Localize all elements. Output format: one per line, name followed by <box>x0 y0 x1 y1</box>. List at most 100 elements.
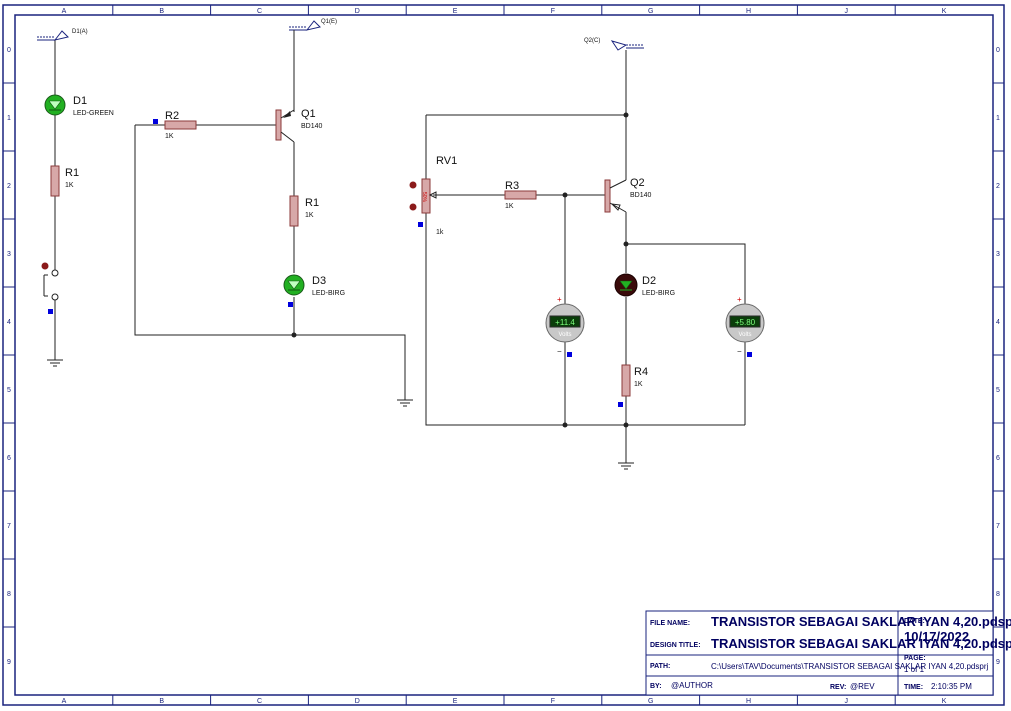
time-value: 2:10:35 PM <box>931 682 972 691</box>
voltmeter-1-minus: − <box>557 347 562 356</box>
voltmeter-2-plus: + <box>737 295 742 304</box>
switch-left[interactable] <box>41 262 59 315</box>
led-d1[interactable]: D1 LED-GREEN <box>44 94 114 117</box>
resistor-r3-ref: R3 <box>505 180 519 192</box>
voltmeter-1[interactable]: +11.4 Volts + − <box>545 295 585 357</box>
row-label-3: 3 <box>7 251 11 258</box>
rv1-pin-marker <box>418 222 423 227</box>
column-label-a: A <box>62 8 67 15</box>
transistor-q2[interactable]: Q2 BD140 <box>604 177 652 213</box>
voltmeter-1-plus: + <box>557 295 562 304</box>
voltmeter-2-minus: − <box>737 347 742 356</box>
time-label: TIME: <box>904 684 923 691</box>
terminal-d1a[interactable]: D1(A) <box>37 29 88 41</box>
column-label-k: K <box>942 8 947 15</box>
vm2-pin-marker <box>747 352 752 357</box>
resistor-r1-left[interactable]: R1 1K <box>50 165 79 197</box>
ground-symbol-mid <box>396 391 414 407</box>
transistor-q1-value: BD140 <box>301 123 323 130</box>
transistor-q1-ref: Q1 <box>301 108 316 120</box>
row-label-8: 8 <box>7 591 11 598</box>
row-label-9: 9 <box>7 659 11 666</box>
row-label-2: 2 <box>7 183 11 190</box>
resistor-r3-value: 1K <box>505 203 514 210</box>
transistor-q2-value: BD140 <box>630 192 652 199</box>
terminal-q1e[interactable]: Q1(E) <box>289 19 337 32</box>
column-label-d: D <box>355 8 360 15</box>
column-label-a: A <box>62 698 67 705</box>
switch-pin-marker <box>48 309 53 314</box>
column-label-h: H <box>746 698 751 705</box>
row-label-8: 8 <box>996 591 1000 598</box>
row-label-1: 1 <box>996 115 1000 122</box>
led-d3[interactable]: D3 LED-BIRG <box>283 274 345 307</box>
voltmeter-2-unit: Volts <box>738 332 751 338</box>
drawing-frame <box>2 4 1005 706</box>
led-d2-ref: D2 <box>642 275 656 287</box>
row-label-0: 0 <box>7 47 11 54</box>
resistor-r4[interactable]: R4 1K <box>618 364 648 407</box>
column-label-j: J <box>845 698 849 705</box>
transistor-q1[interactable]: Q1 BD140 <box>275 108 323 143</box>
path-value: C:\Users\TAV\Documents\TRANSISTOR SEBAGA… <box>711 662 988 671</box>
potentiometer-rv1-mark: 50% <box>421 192 427 203</box>
resistor-r1-mid-value: 1K <box>305 212 314 219</box>
column-label-e: E <box>453 698 458 705</box>
by-label: BY: <box>650 683 662 690</box>
column-label-k: K <box>942 698 947 705</box>
rv1-increase-button[interactable] <box>409 181 417 189</box>
resistor-r1-left-ref: R1 <box>65 167 79 179</box>
file-name-label: FILE NAME: <box>650 620 690 627</box>
terminal-q2c[interactable]: Q2(C) <box>584 38 644 51</box>
row-label-5: 5 <box>996 387 1000 394</box>
led-d2[interactable]: D2 LED-BIRG <box>614 273 675 297</box>
rev-value: @REV <box>850 682 875 691</box>
column-label-e: E <box>453 8 458 15</box>
transistor-q2-ref: Q2 <box>630 177 645 189</box>
potentiometer-rv1[interactable]: 50% RV1 1k <box>409 155 458 236</box>
resistor-r2-value: 1K <box>165 133 174 140</box>
rev-label: REV: <box>830 684 846 691</box>
resistor-r2[interactable]: R2 1K <box>153 110 197 140</box>
title-block: FILE NAME: TRANSISTOR SEBAGAI SAKLAR IYA… <box>645 610 1011 696</box>
resistor-r2-ref: R2 <box>165 110 179 122</box>
row-label-6: 6 <box>7 455 11 462</box>
column-label-c: C <box>257 698 262 705</box>
column-label-f: F <box>551 8 555 15</box>
row-label-9: 9 <box>996 659 1000 666</box>
page-value: 1 of 1 <box>904 665 925 674</box>
voltmeter-2-reading: +5.80 <box>735 318 756 327</box>
resistor-r3[interactable]: R3 1K <box>504 180 537 210</box>
row-label-7: 7 <box>7 523 11 530</box>
date-label: DATE: <box>904 618 925 625</box>
resistor-r1-mid-ref: R1 <box>305 197 319 209</box>
date-value: 10/17/2022 <box>904 629 969 644</box>
voltmeter-2[interactable]: +5.80 Volts + − <box>725 295 765 357</box>
column-label-j: J <box>845 8 849 15</box>
led-d3-value: LED-BIRG <box>312 290 345 297</box>
column-label-g: G <box>648 8 653 15</box>
terminal-d1a-label: D1(A) <box>72 29 88 35</box>
r4-pin-marker <box>618 402 623 407</box>
column-label-h: H <box>746 8 751 15</box>
resistor-r1-mid[interactable]: R1 1K <box>289 195 319 227</box>
wires <box>54 32 746 455</box>
vm1-pin-marker <box>567 352 572 357</box>
r2-pin-marker <box>153 119 158 124</box>
column-label-g: G <box>648 698 653 705</box>
rv1-decrease-button[interactable] <box>409 203 417 211</box>
design-title-value: TRANSISTOR SEBAGAI SAKLAR IYAN 4,20.pdsp… <box>711 636 1011 651</box>
terminal-q1e-label: Q1(E) <box>321 19 337 25</box>
column-label-b: B <box>159 698 164 705</box>
potentiometer-rv1-ref: RV1 <box>436 155 457 167</box>
path-label: PATH: <box>650 663 670 670</box>
row-label-6: 6 <box>996 455 1000 462</box>
row-label-4: 4 <box>996 319 1000 326</box>
led-d2-value: LED-BIRG <box>642 290 675 297</box>
row-label-1: 1 <box>7 115 11 122</box>
